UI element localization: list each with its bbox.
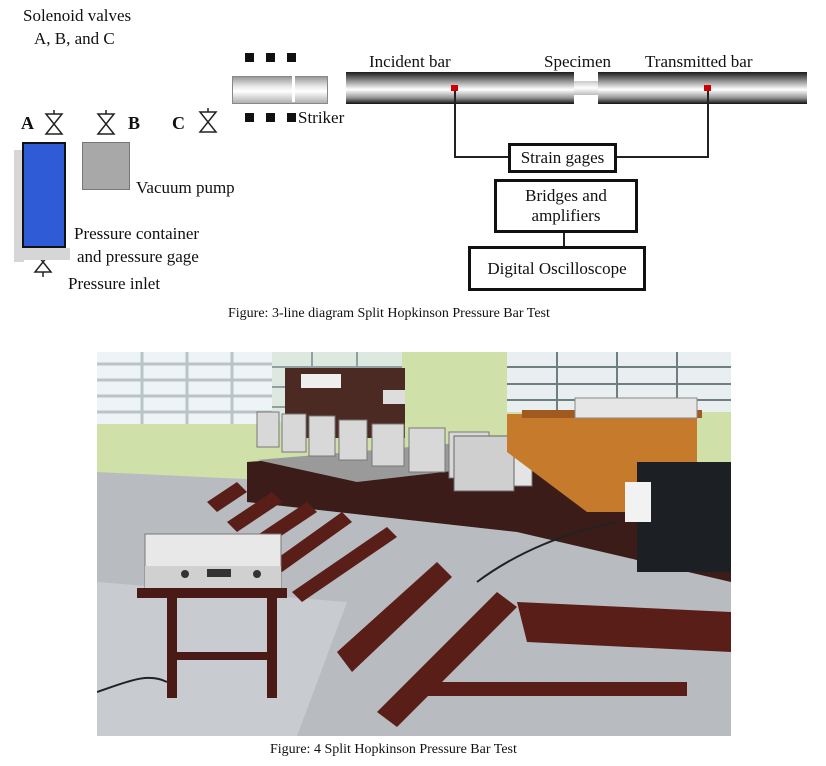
pressure-inlet-label: Pressure inlet [68, 274, 161, 293]
pressure-container [22, 142, 66, 248]
valve-b-icon [96, 110, 116, 135]
valve-b-label: B [128, 113, 141, 133]
valve-a-label: A [21, 113, 34, 133]
solenoid-title-line2: A, B, and C [34, 29, 115, 48]
bridges-label-line2: amplifiers [531, 206, 601, 225]
container-shadow [14, 150, 24, 262]
shpb-photo-illustration [97, 352, 731, 736]
transmitted-gage-wire [616, 156, 709, 158]
solenoid-title-line1: Solenoid valves [23, 6, 132, 25]
striker-bar [232, 76, 328, 104]
specimen-label: Specimen [544, 52, 612, 71]
pressure-container-label-line1: Pressure container [74, 224, 200, 243]
transmitted-gage-wire [707, 91, 709, 157]
specimen [574, 81, 598, 95]
vacuum-pump-label: Vacuum pump [136, 178, 235, 197]
shpb-photo [97, 352, 731, 736]
valve-c-icon [198, 108, 218, 133]
pressure-container-label-line2: and pressure gage [77, 247, 199, 266]
striker-marker [245, 113, 254, 122]
valve-a-icon [44, 110, 64, 135]
striker-marker [245, 53, 254, 62]
incident-gage-wire [454, 91, 456, 157]
striker-gap [292, 76, 295, 102]
transmitted-bar [598, 72, 807, 104]
transmitted-strain-gage [704, 85, 711, 91]
container-base [22, 248, 70, 260]
valve-c-label: C [172, 113, 185, 133]
amplifier-wire [563, 232, 565, 247]
vacuum-pump [82, 142, 130, 190]
incident-strain-gage [451, 85, 458, 91]
figure4-caption: Figure: 4 Split Hopkinson Pressure Bar T… [270, 742, 517, 757]
incident-bar [346, 72, 574, 104]
striker-marker [287, 113, 296, 122]
incident-gage-wire [454, 156, 509, 158]
bridges-amplifiers-box: Bridges and amplifiers [494, 179, 638, 233]
striker-label: Striker [298, 108, 345, 127]
strain-gages-box: Strain gages [508, 143, 617, 173]
bridges-label-line1: Bridges and [525, 186, 607, 205]
figure3-caption: Figure: 3-line diagram Split Hopkinson P… [228, 306, 550, 321]
oscilloscope-box: Digital Oscilloscope [468, 246, 646, 291]
strain-gages-label: Strain gages [520, 148, 605, 167]
incident-bar-label: Incident bar [369, 52, 451, 71]
striker-marker [287, 53, 296, 62]
striker-marker [266, 53, 275, 62]
oscilloscope-label: Digital Oscilloscope [487, 258, 627, 278]
striker-marker [266, 113, 275, 122]
transmitted-bar-label: Transmitted bar [645, 52, 753, 71]
